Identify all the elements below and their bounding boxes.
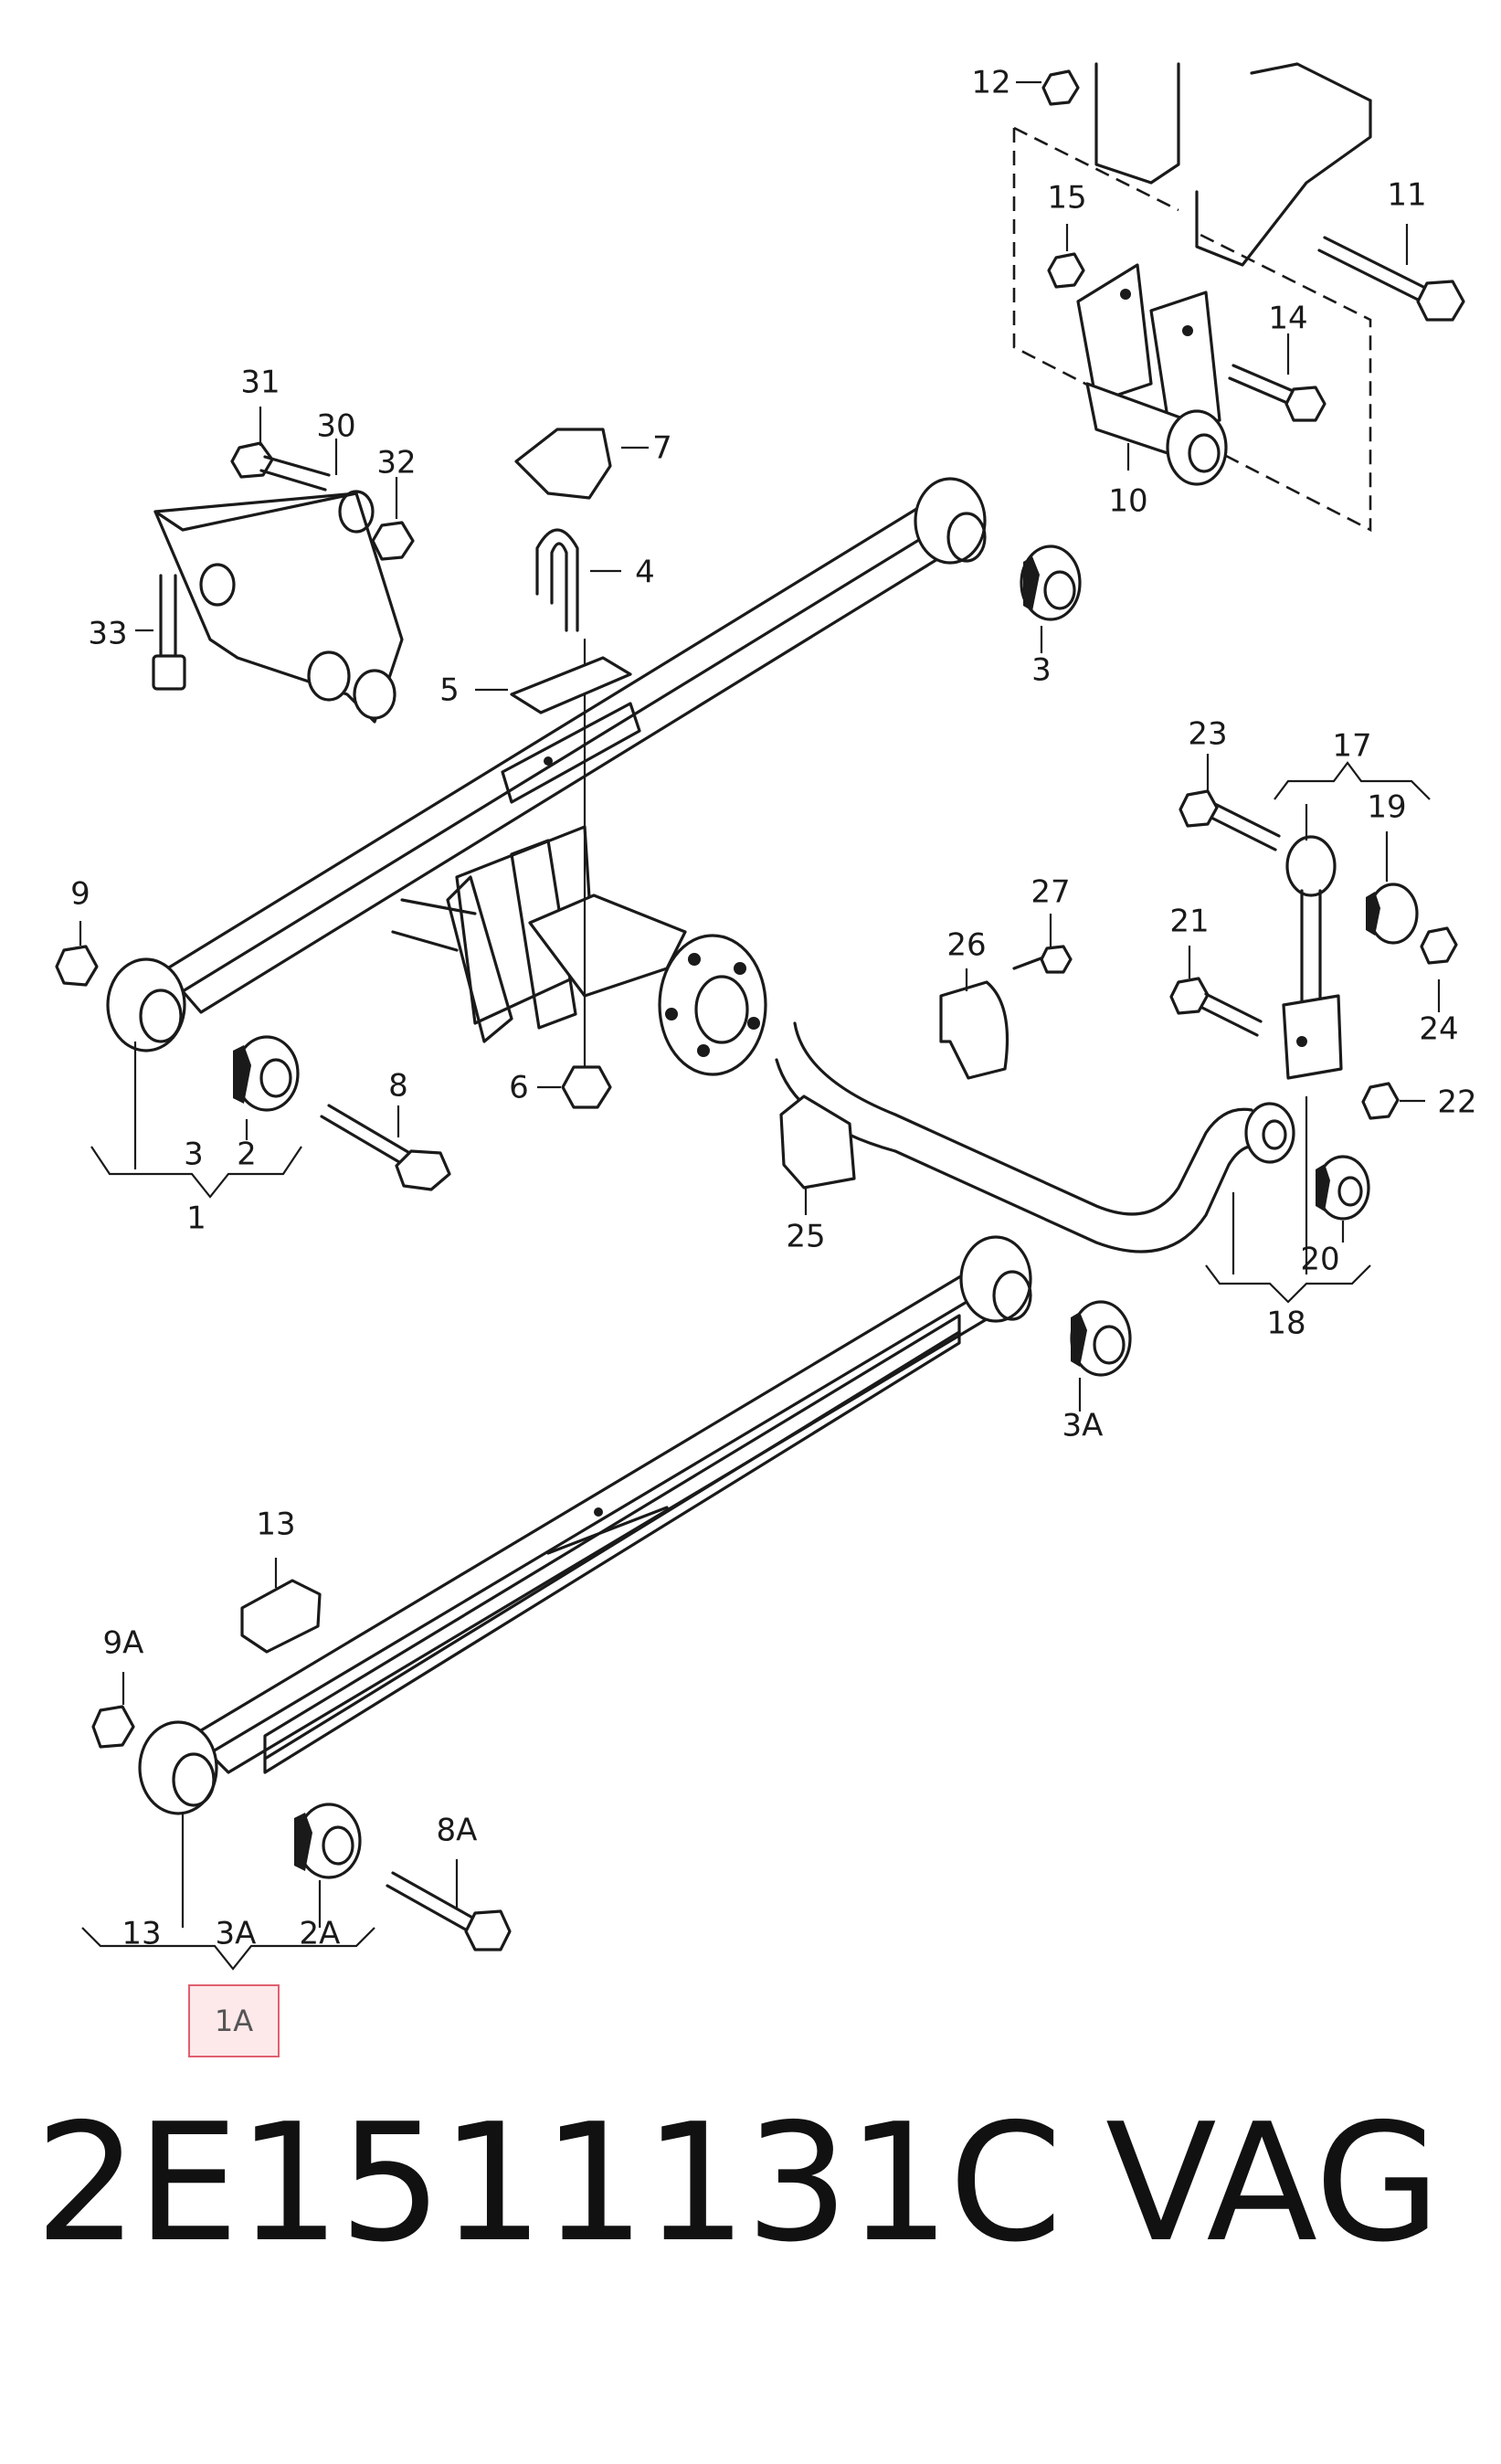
caption-bar: 2E1511131C VAG: [0, 2092, 1501, 2275]
bolt-21: [1169, 977, 1263, 1037]
callout-label: 6: [509, 1070, 529, 1106]
group-braces: [81, 761, 1431, 1971]
callout-label: 2: [237, 1137, 257, 1173]
callout-label: 15: [1047, 180, 1086, 217]
callout-label: 22: [1437, 1084, 1476, 1121]
callout-label: 13: [122, 1916, 161, 1952]
callout-label: 5: [439, 672, 460, 709]
callout-label: 9: [70, 876, 90, 913]
brand-name: VAG: [1105, 2089, 1441, 2278]
callout-label: 31: [240, 365, 280, 401]
bushing-19: [1366, 883, 1419, 945]
nut-9A: [91, 1705, 135, 1749]
nut-24: [1420, 926, 1458, 965]
bushing-upper-right: [1020, 545, 1082, 621]
callout-label: 30: [316, 408, 355, 445]
highlighted-part-callout: 1A: [188, 1984, 280, 2057]
bushing-2A: [294, 1803, 362, 1879]
u-bolt-4: [535, 528, 587, 1080]
leader-lines: [79, 80, 1441, 1928]
bushing-20: [1316, 1155, 1370, 1221]
callout-label: 3: [1031, 652, 1052, 689]
bolt-33: [152, 574, 186, 691]
callout-label: 9A: [103, 1625, 144, 1662]
hanger-bracket-30: [153, 490, 404, 724]
callout-label: 33: [88, 616, 127, 652]
upper-leaf-spring: [106, 477, 987, 1052]
bushing-3A: [1070, 1300, 1132, 1377]
callout-label: 23: [1188, 716, 1227, 753]
callout-label: 8A: [437, 1813, 478, 1849]
nut-9: [55, 945, 99, 987]
callout-label: 26: [946, 927, 986, 964]
bushing-25: [779, 1095, 856, 1190]
callout-label: 24: [1419, 1011, 1458, 1048]
nut-32: [371, 521, 415, 561]
lower-leaf-spring-1A: [138, 1235, 1032, 1815]
callout-label: 7: [652, 430, 672, 467]
pad-13: [240, 1579, 322, 1654]
clamp-26: [939, 980, 1009, 1080]
callout-label: 14: [1268, 301, 1307, 337]
bump-stop-7: [514, 428, 612, 500]
callout-label: 19: [1367, 789, 1406, 826]
bolt-31: [230, 441, 331, 492]
stabilizer-bar-18: [775, 1021, 1295, 1253]
bolt-8A: [386, 1871, 512, 1951]
callout-label: 8: [388, 1068, 408, 1105]
part-number: 2E1511131C: [35, 2089, 1062, 2278]
callout-label: 10: [1108, 483, 1147, 520]
shackle-10: [1076, 263, 1228, 486]
callout-label: 21: [1169, 904, 1209, 940]
frame-rail-top: [1094, 62, 1372, 267]
callout-labels: 12 15 11 14 10 31 30 32 7 33 4 3 5 23 17…: [70, 65, 1476, 1952]
callout-label: 20: [1300, 1242, 1339, 1278]
bolt-8: [320, 1104, 451, 1191]
callout-label: 3A: [216, 1916, 257, 1952]
callout-label: 13: [256, 1507, 295, 1543]
callout-label: 11: [1387, 177, 1426, 214]
callout-label: 18: [1266, 1306, 1305, 1342]
callout-label: 17: [1332, 728, 1371, 765]
bolt-23: [1179, 789, 1281, 851]
callout-label: 27: [1031, 874, 1070, 911]
nut-22: [1361, 1082, 1400, 1120]
highlighted-part-label: 1A: [214, 2004, 254, 2038]
shackle-frame-dashed: [1012, 126, 1372, 533]
bolt-14: [1228, 364, 1327, 422]
callout-label: 3A: [1062, 1408, 1104, 1444]
spring-plate-5: [510, 656, 632, 714]
callout-label: 12: [971, 65, 1010, 101]
bolt-11: [1317, 236, 1465, 322]
link-17: [1282, 835, 1343, 1080]
callout-label: 3: [184, 1137, 204, 1173]
callout-label: 25: [786, 1219, 825, 1255]
callout-label: 1: [186, 1200, 206, 1237]
callout-label: 32: [376, 445, 416, 481]
bushing-upper-left: [233, 1035, 300, 1112]
axle-hub: [391, 825, 767, 1076]
nut-12: [1041, 69, 1080, 106]
callout-label: 2A: [300, 1916, 341, 1952]
nut-15: [1047, 252, 1085, 289]
bolt-27: [1012, 945, 1073, 974]
callout-label: 4: [635, 555, 655, 591]
nut-6: [561, 1065, 612, 1109]
